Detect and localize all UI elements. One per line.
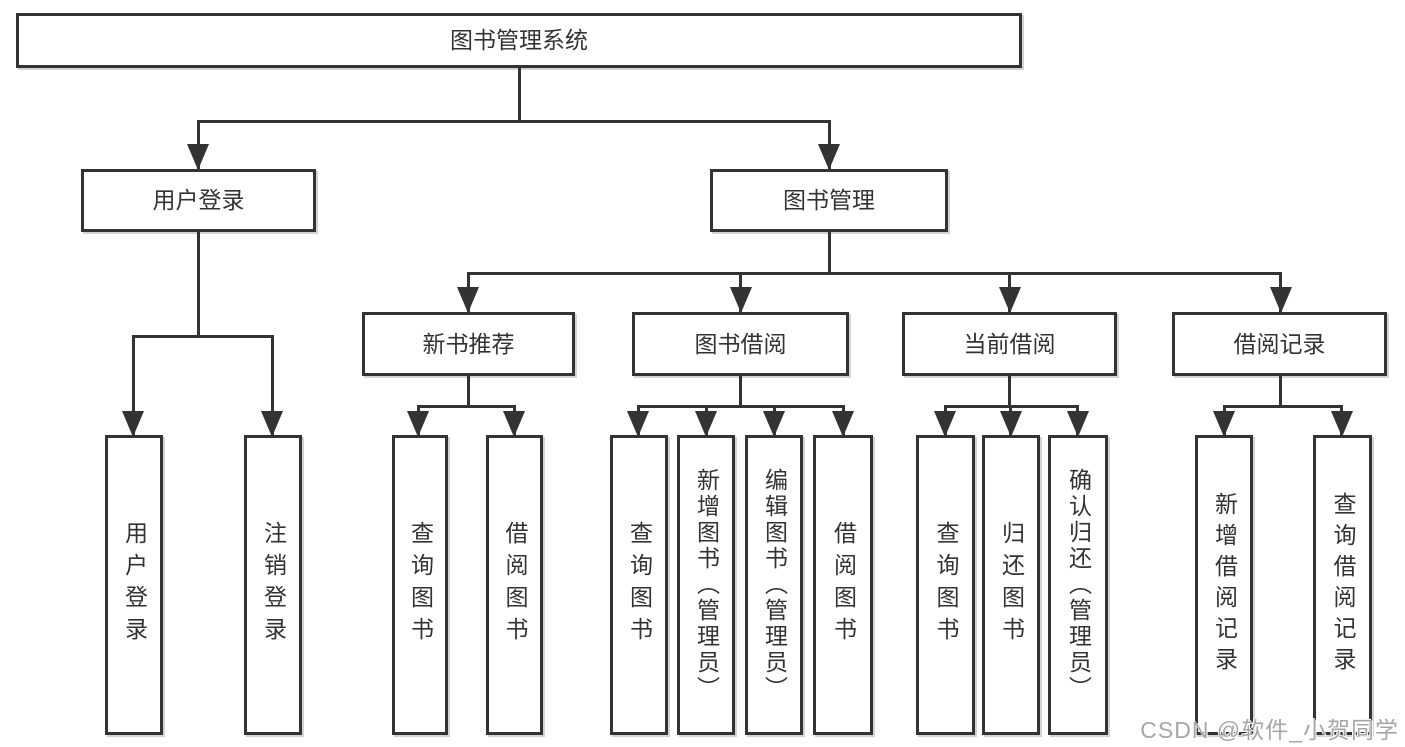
- csdn-watermark: CSDN @软件_小贺同学: [1140, 717, 1399, 743]
- connector-line: [467, 272, 1282, 275]
- leaf-user-login: 用户登录: [105, 435, 163, 735]
- arrow-down-icon: [187, 144, 209, 170]
- connector-line: [197, 120, 831, 123]
- leaf-label: 查询图书: [626, 521, 653, 649]
- arrow-down-icon: [832, 411, 854, 437]
- node-user-login: 用户登录: [81, 169, 316, 232]
- arrow-down-icon: [407, 411, 429, 437]
- arrow-down-icon: [999, 287, 1021, 313]
- leaf-label: 注销登录: [260, 521, 287, 649]
- leaf-label: 借阅图书: [502, 521, 528, 649]
- node-book-management: 图书管理: [710, 169, 948, 232]
- leaf-edit-books-admin: 编辑图书（管理员）: [745, 435, 803, 735]
- leaf-query-books-current: 查询图书: [916, 435, 975, 735]
- connector-line: [417, 405, 516, 408]
- node-root-system: 图书管理系统: [16, 13, 1022, 68]
- connector-line: [518, 68, 521, 120]
- connector-line: [467, 376, 470, 408]
- connector-line: [828, 232, 831, 275]
- connector-line: [637, 405, 845, 408]
- connector-line: [1008, 376, 1011, 408]
- arrow-down-icon: [1213, 411, 1235, 437]
- connector-line: [197, 232, 200, 338]
- node-current-borrowing: 当前借阅: [902, 312, 1117, 376]
- arrow-down-icon: [261, 411, 283, 437]
- leaf-label: 新增借阅记录: [1211, 492, 1238, 678]
- leaf-label: 借阅图书: [830, 521, 857, 649]
- leaf-label: 用户登录: [121, 521, 148, 649]
- connector-line: [1279, 376, 1282, 408]
- arrow-down-icon: [934, 411, 956, 437]
- node-new-book-recommendation: 新书推荐: [362, 312, 575, 376]
- arrow-down-icon: [122, 411, 144, 437]
- leaf-return-books: 归还图书: [982, 435, 1040, 735]
- arrow-down-icon: [1000, 411, 1022, 437]
- arrow-down-icon: [730, 287, 752, 313]
- leaf-label: 查询借阅记录: [1330, 492, 1356, 678]
- connector-line: [132, 335, 274, 338]
- connector-line: [132, 335, 135, 435]
- arrow-down-icon: [1331, 411, 1353, 437]
- leaf-query-borrow-record: 查询借阅记录: [1313, 435, 1372, 735]
- leaf-label: 确认归还（管理员）: [1065, 468, 1092, 702]
- leaf-borrow-books-recommend: 借阅图书: [486, 435, 543, 735]
- node-book-borrowing: 图书借阅: [632, 312, 849, 376]
- arrow-down-icon: [1270, 287, 1292, 313]
- connector-line: [271, 335, 274, 435]
- arrow-down-icon: [503, 411, 525, 437]
- leaf-logout: 注销登录: [244, 435, 302, 735]
- leaf-query-books-borrow: 查询图书: [610, 435, 668, 735]
- connector-line: [739, 376, 742, 408]
- leaf-add-books-admin: 新增图书（管理员）: [677, 435, 735, 735]
- arrow-down-icon: [627, 411, 649, 437]
- node-borrowing-records: 借阅记录: [1172, 312, 1387, 376]
- leaf-query-books-recommend: 查询图书: [392, 435, 448, 735]
- arrow-down-icon: [457, 287, 479, 313]
- arrow-down-icon: [1067, 411, 1089, 437]
- arrow-down-icon: [695, 411, 717, 437]
- arrow-down-icon: [763, 411, 785, 437]
- leaf-label: 新增图书（管理员）: [693, 468, 720, 702]
- leaf-add-borrow-record: 新增借阅记录: [1195, 435, 1253, 735]
- leaf-borrow-books: 借阅图书: [813, 435, 873, 735]
- leaf-label: 归还图书: [998, 521, 1025, 649]
- leaf-label: 查询图书: [407, 521, 434, 649]
- arrow-down-icon: [818, 144, 840, 170]
- leaf-confirm-return-admin: 确认归还（管理员）: [1048, 435, 1108, 735]
- connector-line: [1223, 405, 1343, 408]
- leaf-label: 查询图书: [933, 521, 959, 649]
- leaf-label: 编辑图书（管理员）: [761, 468, 788, 702]
